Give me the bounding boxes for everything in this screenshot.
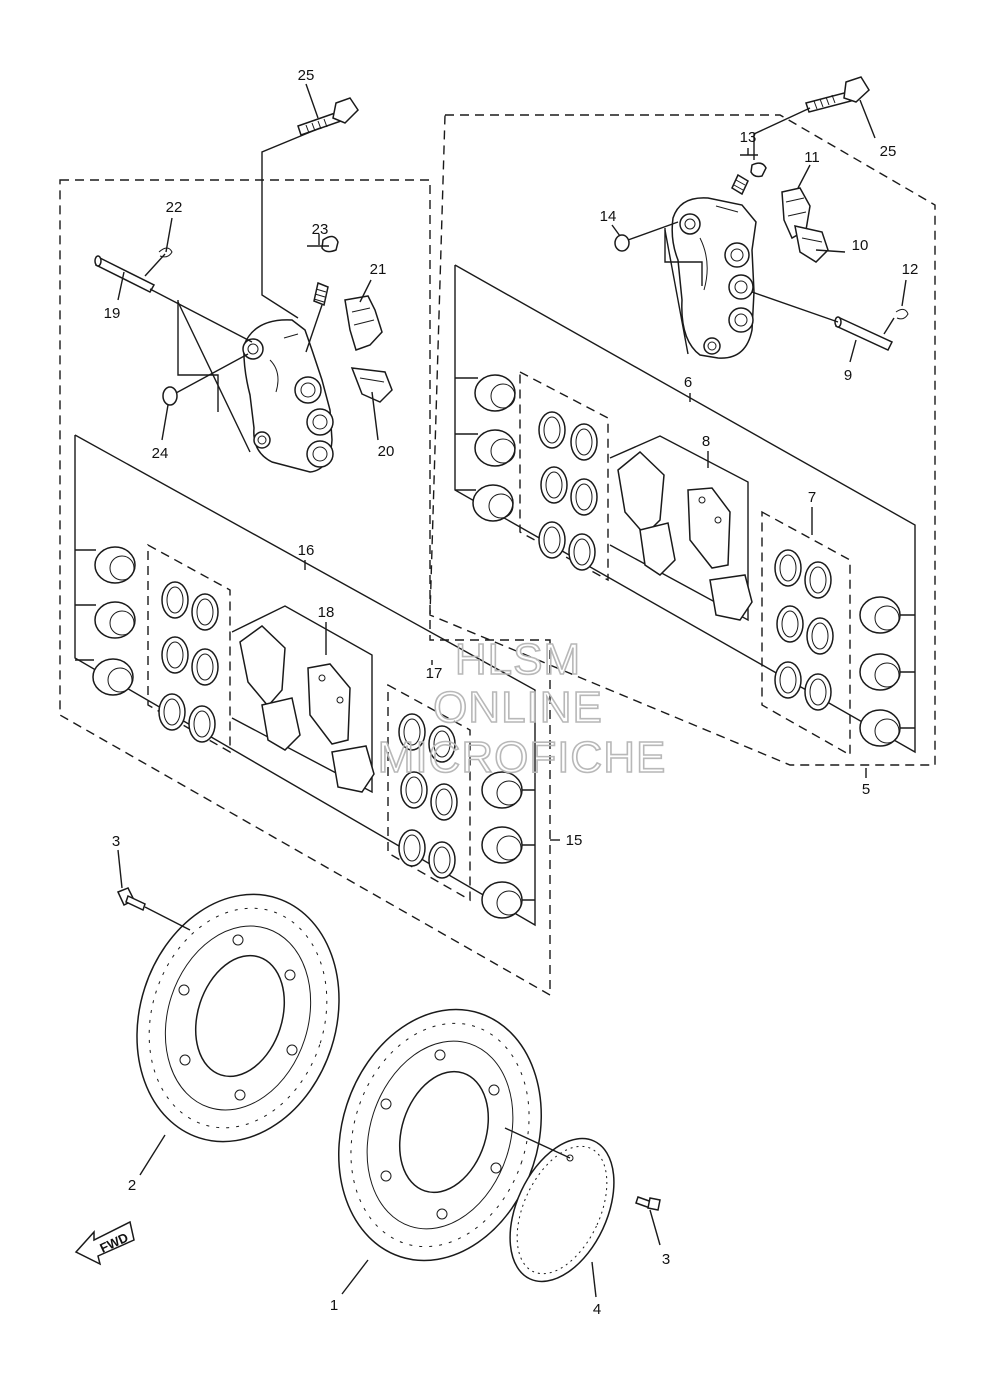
left-caliper-body <box>242 319 334 473</box>
callout-16: 16 <box>298 542 315 559</box>
callout-15: 15 <box>566 832 583 849</box>
callout-3-left: 3 <box>112 833 120 850</box>
callout-5: 5 <box>862 781 870 798</box>
bolt-3-right <box>635 1196 661 1211</box>
watermark-line-3: MICROFICHE <box>378 733 667 782</box>
pads-right <box>617 450 753 621</box>
brake-disc-2 <box>136 893 340 1143</box>
callout-19: 19 <box>104 305 121 322</box>
callout-6: 6 <box>684 374 692 391</box>
kit-6-bracket <box>454 264 916 754</box>
callout-2: 2 <box>128 1177 136 1194</box>
callout-12: 12 <box>902 261 919 278</box>
watermark-line-1: HLSM <box>455 635 581 684</box>
pistons-right-upper <box>455 374 516 522</box>
pistons-right-lower <box>859 596 915 747</box>
clip-22 <box>158 247 173 258</box>
callout-7: 7 <box>808 489 816 506</box>
pad-spring-20 <box>350 367 393 403</box>
right-caliper-body <box>671 197 757 359</box>
pad-kit-18-bracket <box>231 605 373 794</box>
callout-25-right: 25 <box>880 143 897 160</box>
pin-9 <box>834 316 894 351</box>
forward-arrow-icon: FWD <box>74 1220 135 1266</box>
pistons-left-lower <box>481 771 535 919</box>
callout-23: 23 <box>312 221 329 238</box>
seal-kit-box-left-upper <box>147 543 231 754</box>
callout-10: 10 <box>852 237 869 254</box>
pin-19 <box>94 255 156 293</box>
bolt-25-left <box>297 97 359 136</box>
kit-16-bracket <box>74 434 536 927</box>
callout-14: 14 <box>600 208 617 225</box>
bolt-25-right <box>805 76 870 113</box>
left-caliper-assembly-boundary <box>59 179 551 997</box>
callout-8: 8 <box>702 433 710 450</box>
seals-right-lower <box>774 549 834 711</box>
bolt-3-left <box>116 887 146 912</box>
callout-9: 9 <box>844 367 852 384</box>
callout-24: 24 <box>152 445 169 462</box>
right-caliper-assembly-boundary <box>429 114 936 766</box>
fwd-label: FWD <box>97 1230 130 1256</box>
seals-left-lower <box>398 713 458 879</box>
seal-kit-box-left-lower <box>387 683 471 902</box>
callout-1: 1 <box>330 1297 338 1314</box>
seals-right-upper <box>538 411 598 571</box>
callout-25-left: 25 <box>298 67 315 84</box>
sensor-rotor-4 <box>509 1137 615 1283</box>
callout-18: 18 <box>318 604 335 621</box>
brake-disc-1 <box>338 1008 542 1262</box>
clip-12 <box>895 308 909 320</box>
callout-17: 17 <box>426 665 443 682</box>
pad-kit-8-bracket <box>609 435 749 622</box>
callout-11: 11 <box>804 149 820 166</box>
callout-20: 20 <box>378 443 395 460</box>
pistons-left-upper <box>75 546 136 696</box>
callout-22: 22 <box>166 199 183 216</box>
bleed-screw-23 <box>313 235 339 307</box>
watermark: HLSM ONLINE MICROFICHE <box>377 634 667 783</box>
seal-kit-box-right-lower <box>761 510 851 757</box>
watermark-line-2: ONLINE <box>433 683 603 732</box>
callout-4: 4 <box>593 1301 601 1318</box>
callout-21: 21 <box>370 261 387 278</box>
bleed-screw-13 <box>731 162 767 196</box>
seal-kit-box-right-upper <box>519 370 609 582</box>
pad-spring-10 <box>794 225 829 263</box>
pad-spring-21 <box>344 295 383 351</box>
pads-left <box>239 625 375 793</box>
seals-left-upper <box>158 581 219 743</box>
seal-24 <box>162 386 178 406</box>
callout-13: 13 <box>740 129 757 146</box>
callout-3-right: 3 <box>662 1251 670 1268</box>
seal-14 <box>614 234 630 252</box>
